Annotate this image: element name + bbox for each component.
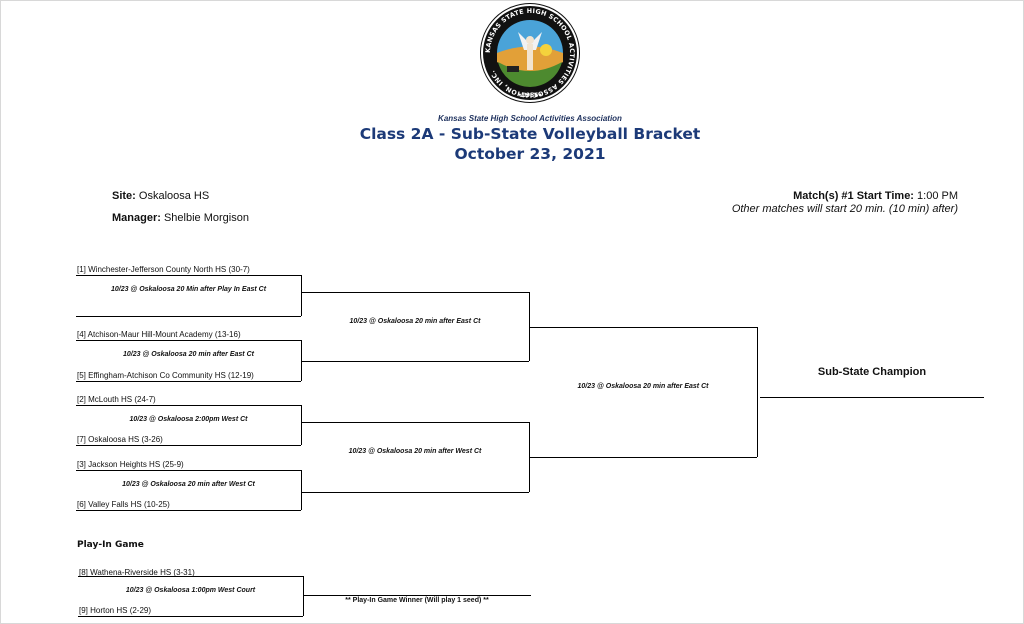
play-in-winner-note: ** Play-In Game Winner (Will play 1 seed… <box>345 597 489 604</box>
start-time-note: Other matches will start 20 min. (10 min… <box>731 203 958 215</box>
bracket-line-r2-d <box>301 492 529 493</box>
manager-value: Shelbie Morgison <box>163 212 249 224</box>
champion-line <box>760 397 984 398</box>
bracket-line-t8 <box>78 576 303 577</box>
event-date: October 23, 2021 <box>454 145 606 163</box>
bracket-connector-semi1 <box>529 292 530 361</box>
play-in-header: Play-In Game <box>77 540 144 550</box>
game-2-info: 10/23 @ Oskaloosa 20 min after East Ct <box>123 351 254 358</box>
bracket-line-t3 <box>76 470 301 471</box>
bracket-line-t9 <box>78 616 303 617</box>
start-time-value: 1:00 PM <box>917 190 958 202</box>
bracket-line-t7 <box>76 445 301 446</box>
game-4-info: 10/23 @ Oskaloosa 20 min after West Ct <box>122 481 255 488</box>
team-seed-1: [1] Winchester-Jefferson County North HS… <box>77 265 250 274</box>
team-seed-2: [2] McLouth HS (24-7) <box>77 395 156 404</box>
bracket-line-r2-b <box>301 361 529 362</box>
team-seed-4: [4] Atchison-Maur Hill-Mount Academy (13… <box>77 330 241 339</box>
play-in-game-info: 10/23 @ Oskaloosa 1:00pm West Court <box>125 587 256 594</box>
bracket-line-r3-b <box>529 457 757 458</box>
bracket-connector-g2 <box>301 340 302 381</box>
bracket-line-t4 <box>76 340 301 341</box>
team-seed-9: [9] Horton HS (2-29) <box>79 606 152 615</box>
site-info: Site: Oskaloosa HS <box>112 190 209 202</box>
start-time-info: Match(s) #1 Start Time: 1:00 PM <box>793 190 958 202</box>
semifinal-2-info: 10/23 @ Oskaloosa 20 min after West Ct <box>348 448 482 455</box>
team-seed-6: [6] Valley Falls HS (10-25) <box>77 500 170 509</box>
bracket-connector-g3 <box>301 405 302 445</box>
play-in-winner-line <box>303 595 531 596</box>
final-game-info: 10/23 @ Oskaloosa 20 min after East Ct <box>577 383 709 390</box>
bracket-connector-g1 <box>301 275 302 316</box>
page-title: Class 2A - Sub-State Volleyball Bracket <box>359 125 701 143</box>
site-label: Site: <box>112 190 136 202</box>
champion-label: Sub-State Champion <box>817 366 927 378</box>
bracket-connector-final <box>757 327 758 457</box>
bracket-line-t1 <box>76 275 301 276</box>
team-seed-3: [3] Jackson Heights HS (25-9) <box>77 460 184 469</box>
start-time-label: Match(s) #1 Start Time: <box>793 190 914 202</box>
bracket-line-r3-a <box>529 327 757 328</box>
manager-label: Manager: <box>112 212 161 224</box>
team-seed-7: [7] Oskaloosa HS (3-26) <box>77 435 163 444</box>
semifinal-1-info: 10/23 @ Oskaloosa 20 min after East Ct <box>349 318 481 325</box>
bracket-connector-g4 <box>301 470 302 510</box>
game-1-info: 10/23 @ Oskaloosa 20 Min after Play In E… <box>110 286 267 293</box>
bracket-line-g1-bottom <box>76 316 301 317</box>
bracket-line-t2 <box>76 405 301 406</box>
bracket-line-r2-c <box>301 422 529 423</box>
game-3-info: 10/23 @ Oskaloosa 2:00pm West Ct <box>129 416 248 423</box>
team-seed-5: [5] Effingham-Atchison Co Community HS (… <box>77 371 254 380</box>
seal-year: •1956• <box>518 92 542 99</box>
bracket-line-t6 <box>76 510 301 511</box>
association-name: Kansas State High School Activities Asso… <box>438 114 622 123</box>
site-value: Oskaloosa HS <box>138 190 210 202</box>
bracket-line-r2-a <box>301 292 529 293</box>
kshsaa-seal-logo: KANSAS STATE HIGH SCHOOL ACTIVITIES ASSO… <box>480 3 580 103</box>
bracket-line-t5 <box>76 381 301 382</box>
team-seed-8: [8] Wathena-Riverside HS (3-31) <box>79 568 195 577</box>
bracket-connector-playin <box>303 576 304 616</box>
manager-info: Manager: Shelbie Morgison <box>112 212 249 224</box>
